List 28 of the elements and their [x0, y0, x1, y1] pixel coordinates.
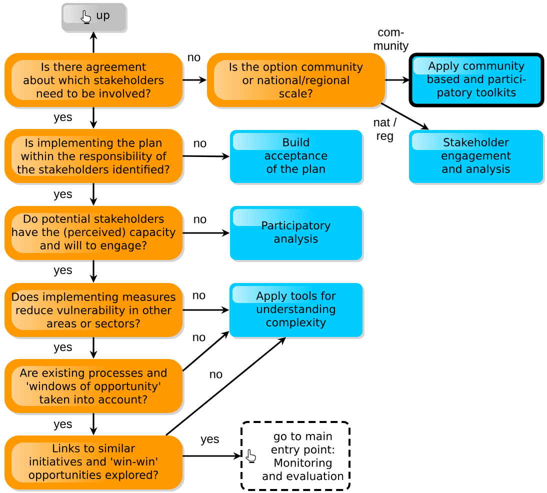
decision-box: Do potential stakeholders have the (perceived) capacity and will to engage?	[4, 206, 184, 262]
edge-label: yes	[53, 344, 73, 354]
edge-label: yes	[200, 436, 220, 446]
edge-label: nat / reg	[370, 117, 400, 143]
decision-box: Is the option community or national/regional scale?	[207, 53, 387, 109]
edge-label: yes	[53, 421, 73, 431]
edge-label: no	[192, 140, 208, 148]
edge-label: yes	[53, 191, 73, 201]
up-button: up	[62, 3, 128, 33]
decision-box: Links to similar initiatives and 'win-win' opportunities explored?	[4, 436, 184, 492]
edge-label: no	[192, 216, 208, 224]
decision-box: Does implementing measures reduce vulnerability in other areas or sectors?	[4, 283, 184, 339]
action-box: Build acceptance of the plan	[230, 130, 364, 185]
action-box: Stakeholder engagement and analysis	[409, 130, 545, 185]
edge-label: com- munity	[370, 29, 412, 53]
edge-label: yes	[53, 267, 73, 277]
action-box: Apply community based and partici- patory toolkits	[408, 52, 544, 108]
action-box: Apply tools for understanding complexity	[230, 283, 364, 339]
edge-label: no	[186, 54, 202, 62]
decision-box: Is there agreement about which stakeholders need to be involved?	[4, 53, 184, 109]
action-box: Participatory analysis	[230, 206, 364, 262]
edge-label: no	[192, 334, 206, 342]
dashed-box: go to main entry point: Monitoring and evaluation	[240, 421, 350, 491]
decision-box: Is implementing the plan within the responsibility of the stakeholders identified?	[4, 129, 184, 185]
edge-label: no	[208, 371, 224, 379]
edge-label: yes	[53, 114, 73, 124]
decision-box: Are existing processes and 'windows of opportunity' taken into account?	[4, 359, 184, 415]
edge-label: no	[192, 292, 206, 300]
